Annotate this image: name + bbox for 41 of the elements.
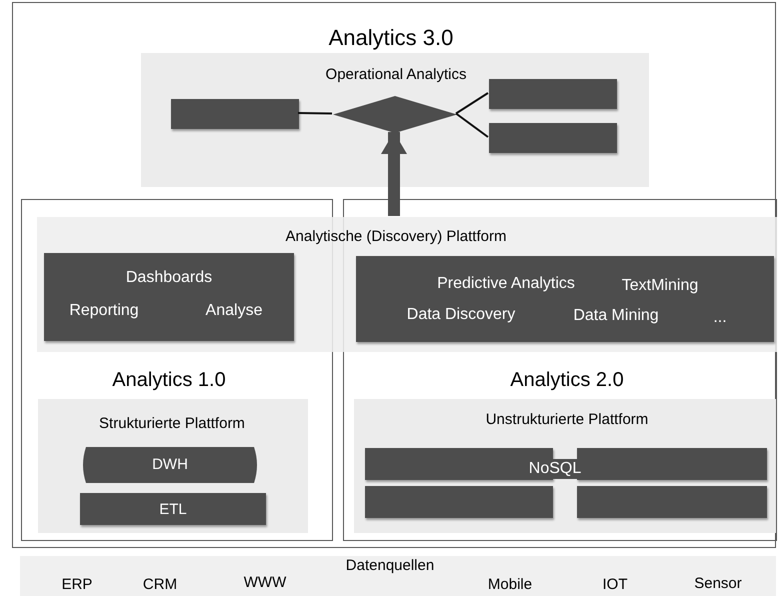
component-box (577, 486, 767, 518)
component-label: Analyse (206, 302, 262, 320)
connector-line (455, 92, 489, 114)
component-label: TextMining (622, 277, 698, 295)
component-label: Data Discovery (406, 306, 516, 324)
component-label: Mobile (488, 576, 532, 594)
platform-panel (38, 399, 308, 533)
component-label: Dashboards (126, 269, 212, 287)
panel-title: Datenquellen (346, 558, 434, 574)
panel-title: Operational Analytics (326, 66, 466, 84)
component-box (356, 256, 774, 342)
component-label: ETL (159, 502, 187, 518)
layer-title: Analytics 3.0 (328, 26, 454, 50)
component-box (44, 253, 294, 341)
database-cylinder (80, 447, 260, 483)
platform-panel (354, 399, 776, 533)
component-label: Data Mining (573, 307, 659, 325)
component-label: WWW (244, 574, 286, 592)
platform-panel (141, 53, 649, 187)
component-label: Predictive Analytics (437, 275, 575, 293)
connector-line (455, 112, 489, 138)
component-box (171, 99, 299, 129)
component-label: Sensor (694, 576, 742, 592)
component-label: CRM (142, 576, 178, 594)
component-box (80, 493, 266, 525)
decision-diamond (333, 96, 457, 133)
connector-line (298, 112, 332, 114)
block-arrow (381, 132, 407, 216)
layer-title: Analytics 1.0 (112, 369, 226, 391)
panel-title: Analytische (Discovery) Plattform (286, 228, 506, 246)
component-label: DWH (152, 456, 188, 474)
component-label: Reporting (69, 302, 139, 320)
component-box (365, 486, 553, 518)
component-box (489, 79, 617, 109)
panel-title: Unstrukturierte Plattform (486, 412, 648, 428)
component-label: IOT (602, 576, 628, 594)
panel-title: Strukturierte Plattform (99, 416, 245, 432)
component-box (489, 123, 617, 153)
component-label: ERP (62, 576, 92, 594)
layer-title: Analytics 2.0 (510, 369, 624, 391)
component-label: ... (713, 309, 727, 327)
